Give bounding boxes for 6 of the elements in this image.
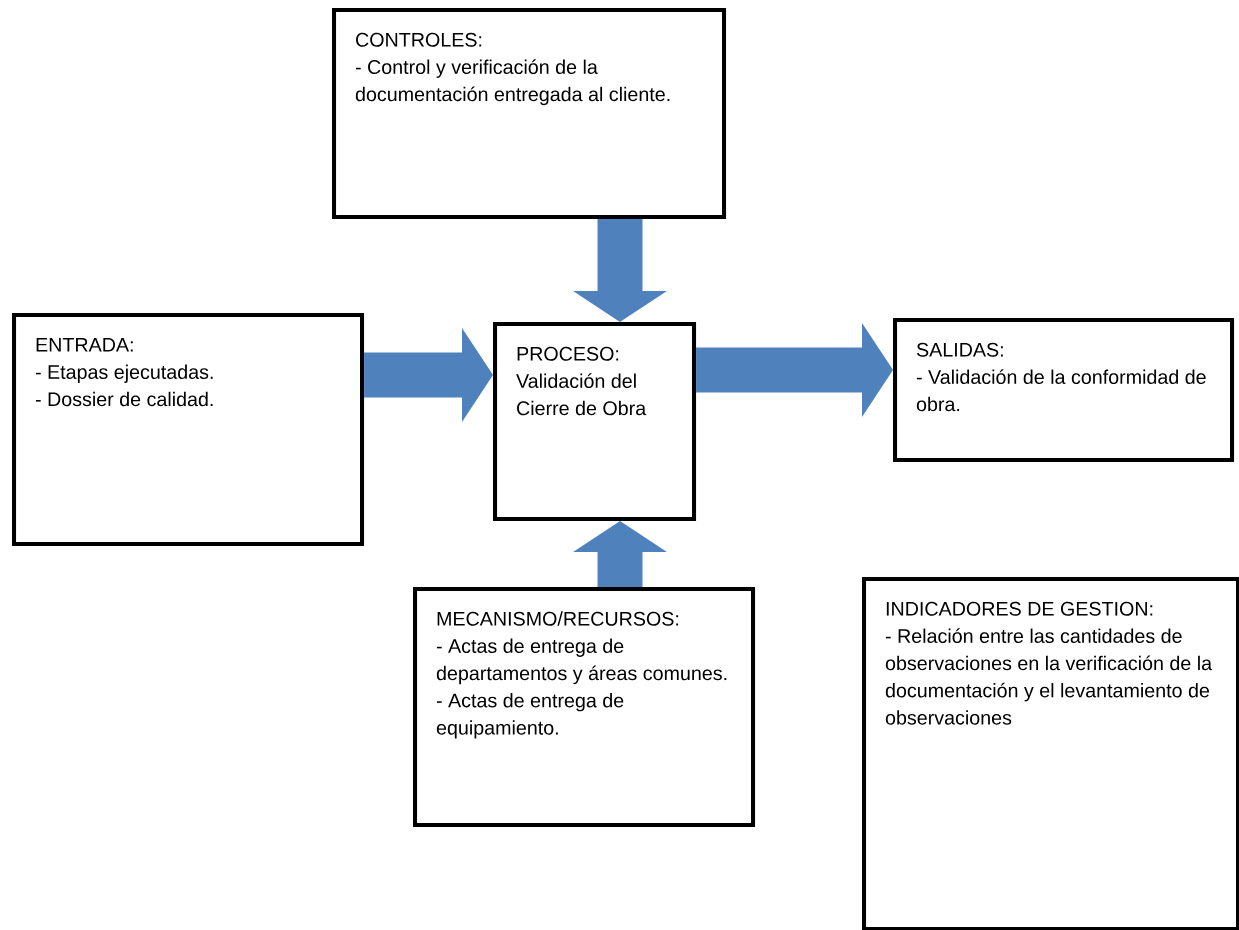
text-box: SALIDAS: - Validación de la conformidad de obra. [893,318,1235,463]
text-box: ENTRADA: - Etapas ejecutadas. - Dossier de calidad. [12,313,365,547]
text-box: INDICADORES DE GESTION: - Relación entre las cantidades de observaciones en la verificación de la documentación y el levantamiento de observaciones [862,577,1239,930]
text-box: PROCESO: Validación del Cierre de Obra [493,322,697,522]
text-box: CONTROLES: - Control y verificación de la documentación entregada al cliente. [332,8,727,220]
text-box: MECANISMO/RECURSOS: - Actas de entrega de departamentos y áreas comunes. - Actas de entrega de equipamiento. [413,587,756,828]
